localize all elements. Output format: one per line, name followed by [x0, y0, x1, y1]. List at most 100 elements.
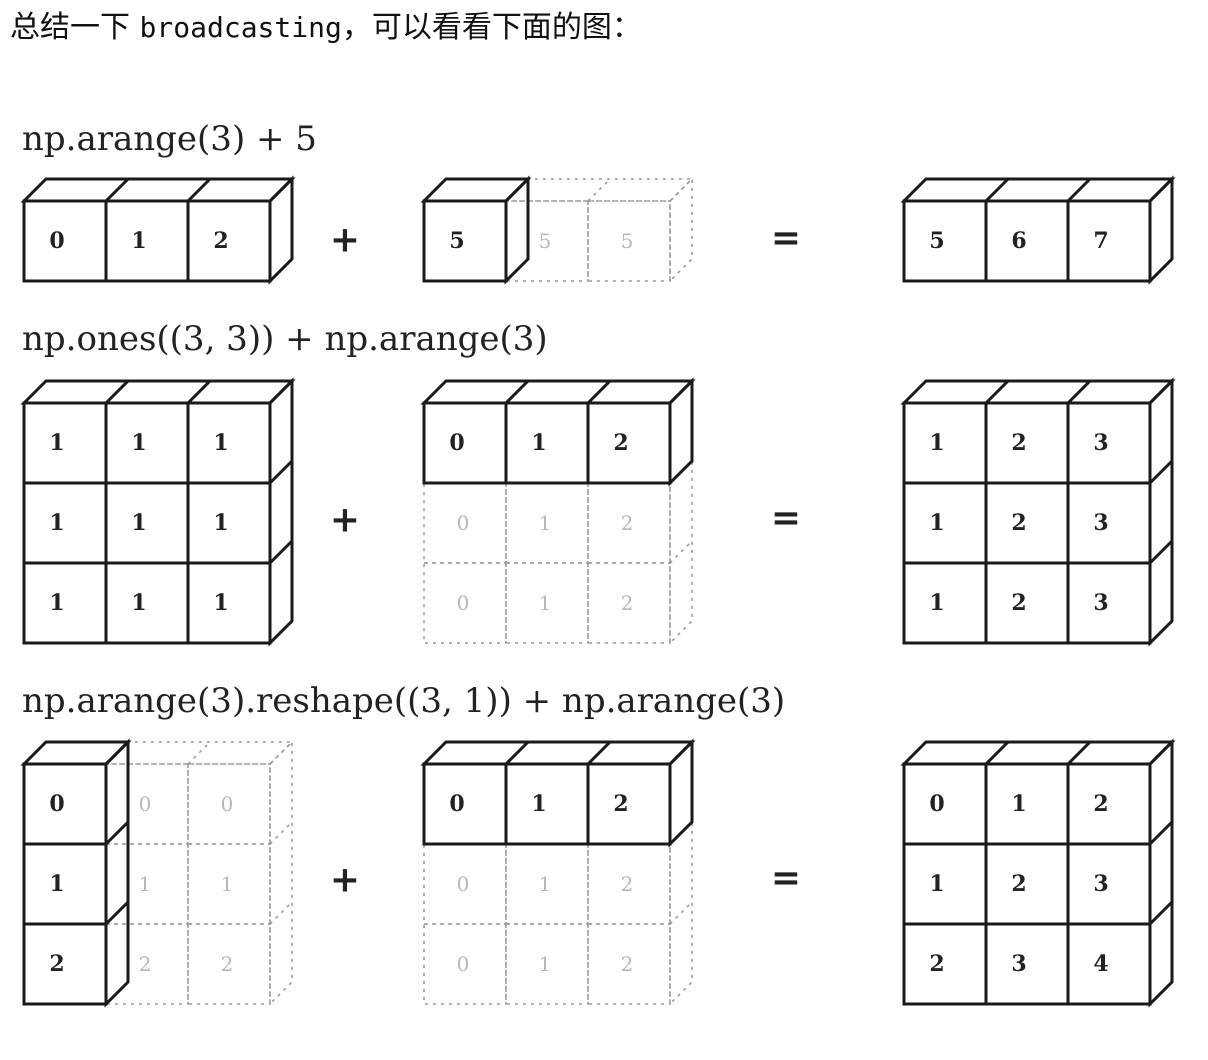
result-block-cell-outline [1066, 481, 1152, 565]
result-block-cell-outline [984, 401, 1070, 485]
result-block-side-divider [1148, 459, 1174, 485]
result-block-cell-outline [1066, 922, 1152, 1006]
ghost-value: 0 [457, 511, 470, 535]
left-ghost-block-cell-outline [105, 923, 189, 1005]
right-block-cell-outline [422, 401, 508, 485]
cell-value: 0 [449, 430, 464, 456]
result-block-side-divider [1148, 820, 1174, 846]
result-block-top-face [900, 379, 1176, 405]
right-block-cell-outline [586, 762, 672, 846]
right-block-top-divider [504, 379, 530, 405]
right-ghost-block-cell-outline [587, 763, 671, 845]
right-block-top-divider [586, 740, 612, 766]
cell-value: 2 [1093, 791, 1108, 817]
right-ghost-block-side-divider [669, 901, 693, 925]
right-block-cell-outline [504, 762, 590, 846]
result-block-cell-outline [1066, 842, 1152, 926]
result-block-cell-outline [902, 199, 988, 283]
right-ghost-block-cell-outline [423, 763, 507, 845]
cell-value: 1 [49, 590, 64, 616]
ghost-value: 0 [457, 591, 470, 615]
result-block [900, 377, 1176, 647]
right-ghost-block-cell-outline [505, 763, 589, 845]
ghost-value: 1 [539, 872, 552, 896]
right-block [420, 377, 696, 487]
left-block-cell-outline [104, 199, 190, 283]
result-block-side-divider [1148, 539, 1174, 565]
ghost-value: 2 [621, 952, 634, 976]
right-block-cell-outline [422, 199, 508, 283]
result-block-top-divider [984, 177, 1010, 203]
cell-value: 1 [929, 590, 944, 616]
ghost-value: 2 [621, 872, 634, 896]
cell-value: 2 [1011, 510, 1026, 536]
right-block-top-divider [586, 379, 612, 405]
cell-value: 0 [449, 791, 464, 817]
cell-value: 1 [131, 228, 146, 254]
equals-operator-3: = [771, 858, 801, 899]
result-block-cell-outline [1066, 401, 1152, 485]
cell-value: 1 [131, 430, 146, 456]
right-ghost-block-cell-outline [423, 923, 507, 1005]
left-block-side-divider [104, 900, 130, 926]
cell-value: 1 [49, 871, 64, 897]
cell-value: 1 [131, 510, 146, 536]
ghost-value: 1 [539, 952, 552, 976]
right-block-side-face [668, 377, 694, 487]
left-block-side-divider [268, 539, 294, 565]
result-block-cell-outline [984, 199, 1070, 283]
left-ghost-block-cell-outline [23, 843, 107, 925]
cell-value: 2 [613, 430, 628, 456]
ghost-value: 2 [221, 952, 234, 976]
left-block-cell-outline [186, 481, 272, 565]
result-block-cell-outline [984, 561, 1070, 645]
ghost-value: 5 [621, 229, 634, 253]
result-block-top-face [900, 740, 1176, 766]
right-ghost-block-cell-outline [587, 562, 671, 644]
result-block-side-face [1148, 738, 1174, 1008]
left-block-cell-outline [22, 401, 108, 485]
example-1-expression: np.arange(3) + 5 [22, 119, 317, 159]
result-block [900, 175, 1176, 285]
left-block-cell-outline [22, 842, 108, 926]
ghost-value: 0 [457, 872, 470, 896]
result-block-cell-outline [1066, 199, 1152, 283]
cell-value: 1 [929, 430, 944, 456]
cell-value: 6 [1011, 228, 1026, 254]
right-ghost-block-cell-outline [505, 923, 589, 1005]
cell-value: 2 [49, 951, 64, 977]
cell-value: 2 [213, 228, 228, 254]
result-block-side-face [1148, 377, 1174, 647]
ghost-value: 1 [139, 872, 152, 896]
cell-value: 0 [929, 791, 944, 817]
right-block [420, 175, 532, 285]
result-block-top-divider [984, 379, 1010, 405]
cell-value: 0 [49, 791, 64, 817]
cell-value: 1 [213, 430, 228, 456]
right-ghost-block-side-face [669, 379, 693, 645]
right-ghost-block-cell-outline [587, 402, 671, 484]
right-block-cell-outline [586, 401, 672, 485]
ghost-value: 0 [139, 792, 152, 816]
left-block-cell-outline [186, 561, 272, 645]
result-block-top-face [900, 177, 1176, 203]
right-ghost-block-cell-outline [505, 200, 589, 282]
cell-value: 2 [613, 791, 628, 817]
result-block-side-divider [1148, 900, 1174, 926]
left-block-top-divider [186, 379, 212, 405]
ghost-value: 2 [621, 511, 634, 535]
result-block-cell-outline [984, 842, 1070, 926]
cell-value: 1 [213, 590, 228, 616]
cell-value: 3 [1093, 590, 1108, 616]
ghost-value: 5 [539, 229, 552, 253]
left-ghost-block-cell-outline [23, 763, 107, 845]
left-block-cell-outline [22, 762, 108, 846]
right-ghost-block-cell-outline [505, 402, 589, 484]
